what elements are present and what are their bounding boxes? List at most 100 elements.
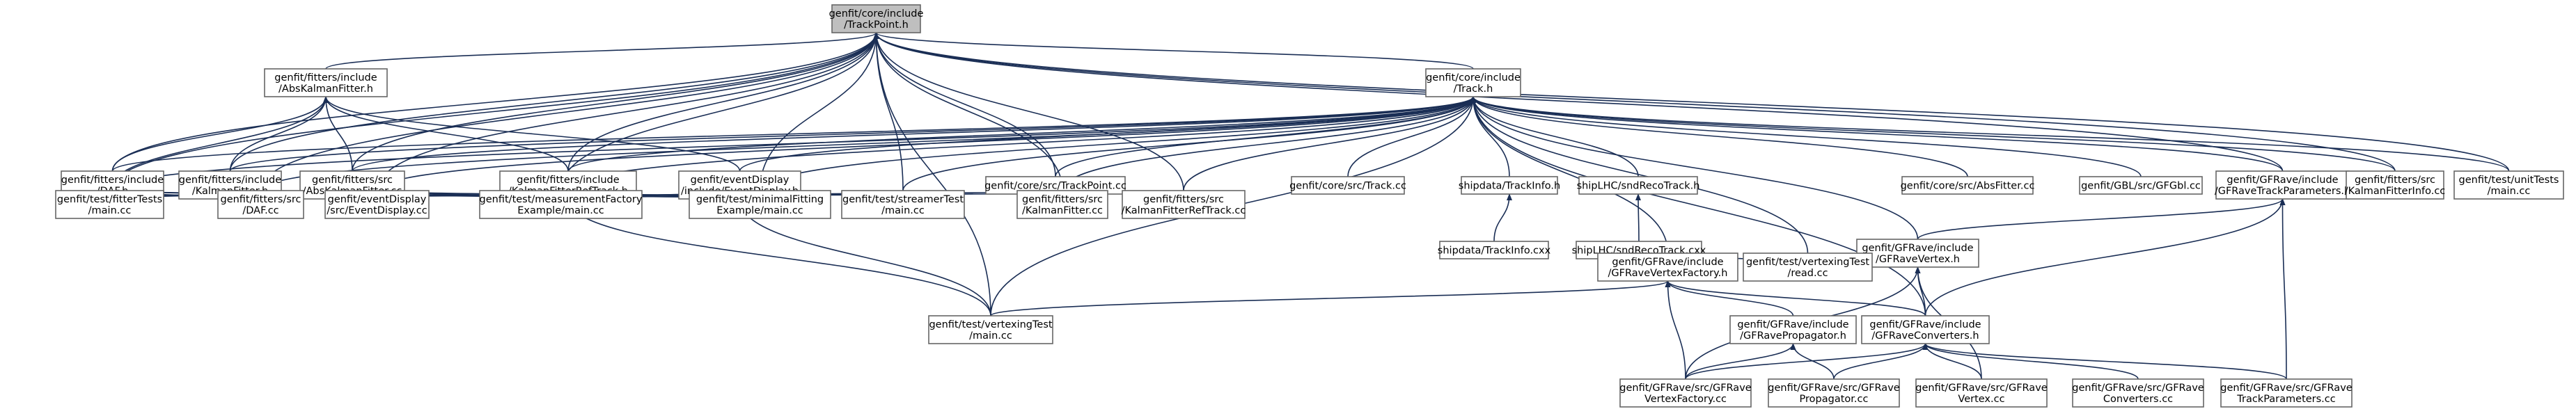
node-label: /KalmanFitterInfo.cc — [2345, 186, 2446, 197]
edge-kfreftrackcc-to-trackh — [1183, 96, 1476, 191]
node-label: genfit/core/src/AbsFitter.cc — [1901, 181, 2035, 192]
node-gfravetrackparamscc[interactable]: genfit/GFRave/src/GFRaveTrackParameters.… — [2220, 378, 2353, 408]
node-label: /GFRaveVertexFactory.h — [1608, 268, 1728, 279]
node-trackh[interactable]: genfit/core/include/Track.h — [1425, 68, 1521, 97]
node-box — [1122, 190, 1246, 219]
nodes-layer: genfit/core/include/TrackPoint.h genfit/f… — [55, 4, 2564, 408]
edge-vertexingmaincc-to-eventdisplayh — [737, 198, 991, 316]
node-label: /Track.h — [1454, 83, 1493, 95]
node-label: genfit/test/streamerTest — [842, 194, 964, 205]
edge-eventdisplayh-to-abskalman — [323, 96, 741, 172]
edge-vertexingreadcc-to-trackh — [1470, 96, 1809, 254]
node-label: Propagator.cc — [1800, 394, 1869, 405]
node-gfravevertexcc[interactable]: genfit/GFRave/src/GFRaveVertex.cc — [1915, 378, 2048, 408]
node-dafcc[interactable]: genfit/fitters/src/DAF.cc — [217, 190, 304, 219]
node-box — [841, 190, 965, 219]
node-label: genfit/GFRave/include — [1737, 319, 1848, 330]
node-label: /KalmanFitterRefTrack.cc — [1122, 205, 1246, 216]
node-box — [1901, 176, 2034, 195]
node-box — [1425, 68, 1521, 97]
node-box — [1597, 252, 1738, 282]
node-label: VertexFactory.cc — [1644, 394, 1727, 405]
node-label: /src/EventDisplay.cc — [327, 205, 427, 216]
node-gfgblcc[interactable]: genfit/GBL/src/GFGbl.cc — [2079, 176, 2203, 195]
node-box — [1768, 378, 1900, 408]
node-label: /GFRaveVertex.h — [1876, 254, 1960, 265]
edge-unittestscc-to-trackh — [1470, 96, 2510, 172]
edge-vertexingmaincc-to-kfreftrackh — [565, 198, 991, 316]
node-trackinfocxx[interactable]: shipdata/TrackInfo.cxx — [1438, 241, 1551, 259]
node-eventdisplaycc[interactable]: genfit/eventDisplay/src/EventDisplay.cc — [324, 190, 430, 219]
node-gfravepropagatorh[interactable]: genfit/GFRave/include/GFRavePropagator.h — [1729, 315, 1857, 344]
edge-dafcc-to-trackpoint — [260, 32, 879, 191]
node-label: genfit/fitters/src — [312, 175, 393, 186]
node-vertexingmaincc[interactable]: genfit/test/vertexingTest/main.cc — [928, 315, 1053, 344]
edge-gfravetrackparamsh-to-trackpoint — [873, 32, 2284, 172]
node-trackpoint[interactable]: genfit/core/include/TrackPoint.h — [829, 4, 924, 33]
node-label: /KalmanFitter.cc — [1022, 205, 1103, 216]
edge-kfreftrackh-to-abskalman — [323, 96, 569, 172]
node-box — [1439, 241, 1549, 259]
edge-gfraveconvertersh-to-gfravevertexfactoryh — [1665, 280, 1926, 316]
edge-gfravepropagatorh-to-gfravevertexfactoryh — [1665, 280, 1794, 316]
edge-unittestscc-to-trackpoint — [873, 32, 2510, 172]
node-box — [2079, 176, 2203, 195]
edge-gfravepropagatorcc-to-gfraveconvertersh — [1833, 343, 1929, 380]
node-label: genfit/fitters/src — [2355, 175, 2435, 186]
node-kalmancc[interactable]: genfit/fitters/src/KalmanFitter.cc — [1016, 190, 1108, 219]
node-label: genfit/test/fitterTests — [57, 194, 162, 205]
node-gfravevertexh[interactable]: genfit/GFRave/include/GFRaveVertex.h — [1856, 239, 1979, 268]
node-box — [2453, 170, 2564, 200]
node-absfittercc[interactable]: genfit/core/src/AbsFitter.cc — [1901, 176, 2035, 195]
node-box — [217, 190, 304, 219]
node-trackcc[interactable]: genfit/core/src/Track.cc — [1289, 176, 1406, 195]
node-box — [1619, 378, 1752, 408]
node-gfraveconvertersh[interactable]: genfit/GFRave/include/GFRaveConverters.h — [1861, 315, 1990, 344]
edge-kfreftrackcc-to-trackpoint — [873, 32, 1184, 191]
node-streamertestcc[interactable]: genfit/test/streamerTest/main.cc — [841, 190, 965, 219]
node-label: TrackParameters.cc — [2236, 394, 2336, 405]
node-label: genfit/GFRave/include — [1869, 319, 1981, 330]
node-label: genfit/fitters/src — [1022, 194, 1103, 205]
node-label: Example/main.cc — [517, 205, 604, 216]
node-measfactorycc[interactable]: genfit/test/measurementFactoryExample/ma… — [479, 190, 643, 219]
edge-trackh-to-trackpoint — [873, 32, 1474, 70]
node-gfravevertexfactorycc[interactable]: genfit/GFRave/src/GFRaveVertexFactory.cc — [1619, 378, 1752, 408]
edge-gfravevertexfactoryh-to-trackh — [1470, 96, 1669, 254]
node-fittertestscc[interactable]: genfit/test/fitterTests/main.cc — [55, 190, 164, 219]
node-gfraveconverterscc[interactable]: genfit/GFRave/src/GFRaveConverters.cc — [2072, 378, 2204, 408]
node-label: genfit/core/include — [829, 8, 924, 19]
edge-gfraveconvertersh-to-gfravetrackparamsh — [1924, 198, 2286, 316]
node-label: genfit/core/include — [1426, 72, 1521, 83]
edge-minfittingcc-to-trackpoint — [759, 32, 879, 191]
node-kalmaninfocc[interactable]: genfit/fitters/src/KalmanFitterInfo.cc — [2345, 170, 2446, 200]
node-label: /AbsKalmanFitter.h — [278, 83, 373, 95]
node-label: /main.cc — [969, 330, 1012, 342]
edge-kalmaninfocc-to-trackpoint — [873, 32, 2396, 172]
node-gfravetrackparamsh[interactable]: genfit/GFRave/include/GFRaveTrackParamet… — [2215, 170, 2350, 200]
node-gfravepropagatorcc[interactable]: genfit/GFRave/src/GFRavePropagator.cc — [1768, 378, 1900, 408]
node-label: genfit/eventDisplay — [691, 175, 790, 186]
edge-abskalman-to-trackpoint — [325, 32, 879, 70]
node-trackinfoh[interactable]: shipdata/TrackInfo.h — [1459, 176, 1560, 195]
node-minfittingcc[interactable]: genfit/test/minimalFittingExample/main.c… — [689, 190, 831, 219]
node-abskalman[interactable]: genfit/fitters/include/AbsKalmanFitter.h — [264, 68, 388, 97]
node-kalmanh[interactable]: genfit/fitters/include/KalmanFitter.h — [178, 170, 282, 200]
node-box — [2220, 378, 2353, 408]
node-vertexingreadcc[interactable]: genfit/test/vertexingTest/read.cc — [1743, 252, 1873, 282]
edge-gfravetrackparamscc-to-gfraveconvertersh — [1922, 343, 2287, 380]
node-label: genfit/GBL/src/GFGbl.cc — [2081, 181, 2201, 192]
node-box — [1291, 176, 1405, 195]
node-box — [1461, 176, 1558, 195]
node-sndrecotrackh[interactable]: shipLHC/sndRecoTrack.h — [1577, 176, 1700, 195]
node-box — [55, 190, 164, 219]
node-label: genfit/fitters/include — [274, 72, 377, 83]
node-kfreftrackcc[interactable]: genfit/fitters/src/KalmanFitterRefTrack.… — [1122, 190, 1246, 219]
node-unittestscc[interactable]: genfit/test/unitTests/main.cc — [2453, 170, 2564, 200]
node-label: genfit/GFRave/src/GFRave — [1619, 383, 1751, 394]
node-label: shipdata/TrackInfo.cxx — [1438, 246, 1551, 257]
node-gfravevertexfactoryh[interactable]: genfit/GFRave/include/GFRaveVertexFactor… — [1597, 252, 1738, 282]
node-label: Vertex.cc — [1958, 394, 2004, 405]
node-box — [831, 4, 921, 33]
node-label: genfit/GFRave/include — [1862, 243, 1973, 254]
